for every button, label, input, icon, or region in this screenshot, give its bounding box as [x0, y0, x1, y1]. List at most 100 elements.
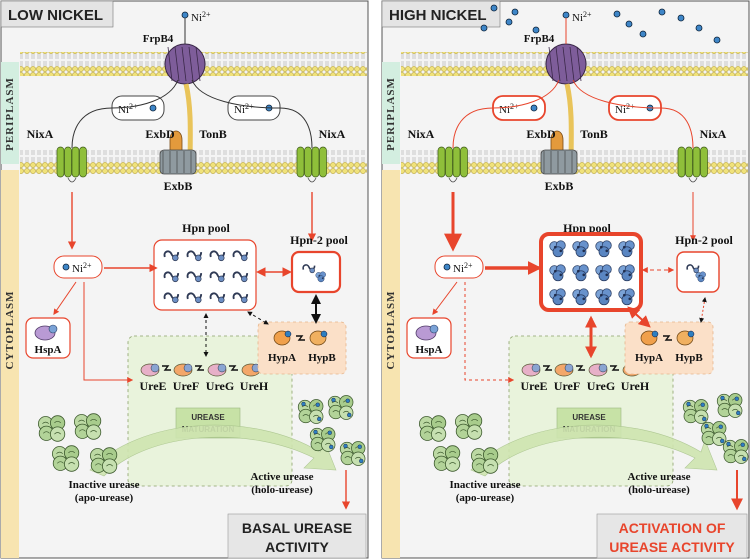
nixa-helix	[677, 146, 686, 178]
hpn-pool-box	[153, 239, 257, 311]
inactive-urease	[454, 413, 483, 440]
nickel-ion-external	[511, 8, 519, 16]
hypa-label: HypA	[635, 352, 663, 364]
arrow-hpn-to-hyp	[247, 311, 269, 325]
porin-stripe	[167, 46, 173, 82]
ni-cytoplasm-box	[434, 255, 484, 279]
footer-box	[596, 513, 748, 559]
porin-stripe	[576, 46, 582, 82]
nickel-ion-periplasm	[530, 104, 538, 112]
ure-interaction-icon	[543, 365, 552, 371]
nickel-ion-periplasm	[149, 104, 157, 112]
arrow-ni-to-uree	[83, 282, 134, 383]
inactive-urease-label-2: (apo-urease)	[456, 492, 515, 504]
ure-partner	[598, 363, 608, 373]
frpb4-porin	[545, 43, 587, 85]
hyp-zone	[624, 321, 714, 375]
inactive-urease	[37, 415, 66, 442]
active-urease	[298, 400, 323, 424]
nixa-helix	[700, 146, 708, 178]
nixa-helix	[685, 146, 693, 178]
active-urease	[723, 440, 748, 464]
cytoplasm-band	[1, 170, 19, 558]
frpb4-label: FrpB4	[524, 33, 555, 45]
nixa-label: NixA	[319, 127, 346, 141]
porin-stripe	[195, 46, 201, 82]
periplasm-path-right	[191, 79, 313, 149]
inactive-urease	[432, 445, 461, 472]
footer-label-1: BASAL UREASE	[242, 520, 352, 536]
nickel-ion-cytoplasm	[443, 263, 451, 271]
hspa-label: HspA	[35, 344, 62, 356]
panel-title: HIGH NICKEL	[389, 7, 487, 24]
inactive-urease	[470, 447, 499, 474]
ure-partner	[150, 363, 160, 373]
hypb-nickel	[687, 330, 695, 338]
nickel-ion-external	[625, 20, 633, 28]
porin-stripe	[548, 46, 554, 82]
hypa-nickel	[651, 330, 659, 338]
hpn2-pool-label: Hpn-2 pool	[290, 233, 348, 247]
hyp-interaction-icon	[296, 335, 305, 341]
porin-stripe	[188, 46, 194, 82]
inactive-urease-label-2: (apo-urease)	[75, 492, 134, 504]
hypb-nickel	[320, 330, 328, 338]
hspa-label: HspA	[416, 344, 443, 356]
active-urease	[683, 400, 708, 424]
hspa-nickel	[48, 324, 58, 334]
exbd-label: ExbD	[526, 127, 556, 141]
periplasm-label: PERIPLASM	[385, 77, 397, 151]
inactive-urease	[418, 415, 447, 442]
active-urease	[701, 422, 726, 446]
exbb-label: ExbB	[545, 179, 574, 193]
nixa-helix	[71, 146, 80, 178]
footer-label-2: ACTIVITY	[265, 539, 329, 555]
nixa-helix	[311, 146, 320, 178]
active-urease	[328, 396, 353, 420]
title-box	[381, 0, 501, 28]
ure-label: UreH	[621, 379, 650, 393]
footer-box	[227, 513, 367, 559]
frpb4-porin	[164, 43, 206, 85]
inactive-urease-label-1: Inactive urease	[69, 479, 140, 491]
ure-interaction-icon	[195, 365, 204, 371]
nixa-loop	[307, 177, 317, 183]
periplasm-path-right	[572, 79, 694, 149]
nickel-ion-external	[505, 18, 513, 26]
nixa-helix	[445, 146, 453, 178]
ure-label: UreF	[173, 379, 199, 393]
hypa-label: HypA	[268, 352, 296, 364]
nixa-helix	[304, 146, 312, 178]
active-urease	[310, 428, 335, 452]
porin-stripe	[562, 46, 568, 82]
exbb-label: ExbB	[164, 179, 193, 193]
inactive-urease-label-1: Inactive urease	[450, 479, 521, 491]
nickel-ion-external	[695, 24, 703, 32]
periplasm-band	[382, 62, 400, 164]
nixa-helix	[437, 146, 446, 178]
nixa-transporter	[437, 146, 468, 183]
hspa-nickel	[429, 324, 439, 334]
arrow-hpn2-to-hypb	[699, 297, 707, 323]
inactive-urease	[73, 413, 102, 440]
nixa-helix	[692, 146, 701, 178]
hypa-nickel	[284, 330, 292, 338]
nickel-ion-external	[562, 11, 570, 19]
nixa-label: NixA	[27, 127, 54, 141]
title-box	[0, 0, 114, 28]
active-urease-label-2: (holo-urease)	[628, 484, 690, 496]
exbb-protein	[159, 149, 197, 175]
periplasm-path-left	[71, 79, 179, 149]
nixa-helix	[64, 146, 72, 178]
active-urease	[340, 442, 365, 466]
nixa-loop	[688, 177, 698, 183]
ure-label: UreF	[554, 379, 580, 393]
ure-interaction-icon	[610, 365, 619, 371]
porin-stripe	[555, 46, 561, 82]
active-urease	[717, 394, 742, 418]
ure-partner	[531, 363, 541, 373]
nixa-loop	[448, 177, 458, 183]
porin-stripe	[181, 46, 187, 82]
